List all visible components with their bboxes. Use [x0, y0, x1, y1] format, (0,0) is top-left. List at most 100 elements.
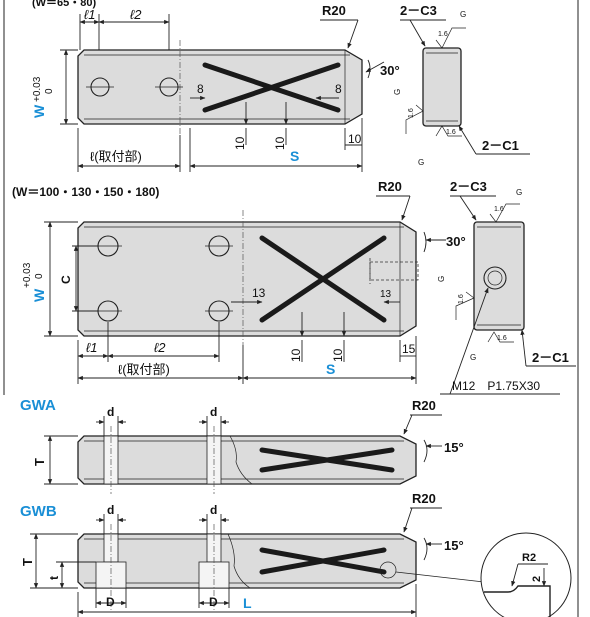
l2-label: ℓ2	[130, 7, 142, 22]
l2-label: ℓ2	[154, 340, 166, 355]
cap-d-label: D	[106, 595, 115, 609]
cap-d-label: D	[209, 595, 218, 609]
rough-value: 1.6	[446, 129, 456, 136]
detail-view-circle	[480, 532, 572, 617]
angle-label: 30°	[380, 63, 400, 78]
top-view: (W＝65・80) ℓ1 ℓ2 8 8 10 10	[31, 0, 530, 172]
roughness-symbol	[405, 104, 424, 134]
s-label: S	[326, 361, 335, 377]
leader-line	[458, 125, 477, 155]
dim-10a-label: 10	[233, 136, 247, 150]
d-label: d	[107, 405, 114, 419]
top-part-body	[77, 49, 363, 125]
roughness-symbol	[487, 331, 514, 343]
thread-hole	[483, 266, 507, 290]
gwa-view: GWA d d T R20 15°	[20, 397, 464, 494]
angle-label: 15°	[444, 538, 464, 553]
w-tol-plus: +0.03	[22, 262, 33, 288]
top-side-view	[422, 47, 462, 127]
c1-label: 2－C1	[482, 138, 519, 153]
rough-value: 1.6	[438, 31, 448, 38]
cross-mark	[259, 547, 387, 575]
mount-length-label: ℓ(取付部)	[118, 362, 170, 377]
d-label: d	[210, 503, 217, 517]
w-label: W	[31, 288, 47, 302]
rough-value: 1.6	[497, 335, 507, 342]
w-label: W	[31, 104, 47, 118]
leader-line	[449, 287, 489, 395]
cross-mark	[259, 235, 387, 323]
thread-label: M12 P1.75X30	[452, 379, 540, 393]
rough-value: 1.6	[458, 294, 465, 304]
l1-label: ℓ1	[84, 7, 95, 22]
leader-line	[403, 414, 413, 435]
t-label: T	[32, 458, 47, 466]
angle-arc	[423, 537, 428, 561]
l1-label: ℓ1	[86, 340, 97, 355]
break-line	[229, 435, 253, 485]
gwb-view: GWB d d T t	[20, 491, 572, 617]
leader-line	[511, 563, 519, 587]
rough-value: 1.6	[408, 108, 415, 118]
r20-label: R20	[412, 398, 436, 413]
dim-8-right-label: 8	[335, 82, 342, 96]
c3-label: 2－C3	[400, 3, 437, 18]
g-mark: G	[470, 353, 476, 362]
w-tol-zero: 0	[44, 88, 55, 94]
leader-line	[459, 195, 477, 221]
dim-8-left-label: 8	[197, 82, 204, 96]
gwb-title: GWB	[20, 503, 57, 520]
r20-label: R20	[322, 3, 346, 18]
g-mark: G	[437, 276, 446, 282]
w-tol-plus: +0.03	[32, 76, 43, 102]
w-tol-zero: 0	[34, 273, 45, 279]
dim-15-label: 15	[402, 342, 416, 356]
leader-line	[347, 19, 359, 49]
detail-r2-label: R2	[522, 552, 536, 564]
c-label: C	[59, 275, 73, 284]
detail-edge-profile	[484, 585, 551, 617]
angle-label: 15°	[444, 440, 464, 455]
mid-view: (W＝100・130・150・180) C W +0.03 0 1	[12, 179, 576, 395]
mid-view-header: (W＝100・130・150・180)	[12, 185, 159, 199]
angle-arc	[367, 59, 371, 79]
l-label: L	[243, 595, 252, 611]
leader-line	[403, 507, 413, 533]
r20-label: R20	[412, 491, 436, 506]
dim-10c-label: 10	[348, 132, 362, 146]
c1-label: 2－C1	[532, 350, 569, 365]
dim-10a-label: 10	[289, 348, 303, 362]
dim-10b-label: 10	[273, 136, 287, 150]
detail-callout-circle	[379, 561, 397, 579]
detail-2-label: 2	[531, 576, 543, 582]
leader-line	[401, 195, 411, 221]
small-t-label: t	[47, 576, 61, 580]
g-mark: G	[418, 158, 424, 167]
roughness-symbol	[455, 291, 475, 320]
s-label: S	[290, 148, 299, 164]
mid-part-body	[77, 221, 417, 337]
r20-label: R20	[378, 179, 402, 194]
gwa-title: GWA	[20, 397, 56, 414]
dim-13-left-label: 13	[252, 286, 266, 300]
leader-line	[520, 329, 527, 367]
leader-line	[409, 19, 426, 47]
rough-value: 1.6	[494, 206, 504, 213]
roughness-symbol	[489, 203, 520, 223]
cross-mark	[259, 447, 395, 473]
top-view-header: (W＝65・80)	[32, 0, 97, 9]
dim-13-right-label: 13	[380, 289, 392, 300]
d-label: d	[210, 405, 217, 419]
big-t-label: T	[20, 558, 35, 566]
detail-leader	[395, 571, 485, 583]
g-mark: G	[516, 188, 522, 197]
d-label: d	[107, 503, 114, 517]
g-mark: G	[393, 89, 402, 95]
roughness-symbol	[435, 125, 462, 137]
cross-mark	[202, 62, 341, 113]
angle-arc	[423, 231, 427, 253]
thread-hole-inner	[487, 270, 503, 286]
g-mark: G	[460, 10, 466, 19]
roughness-symbol	[435, 27, 466, 49]
